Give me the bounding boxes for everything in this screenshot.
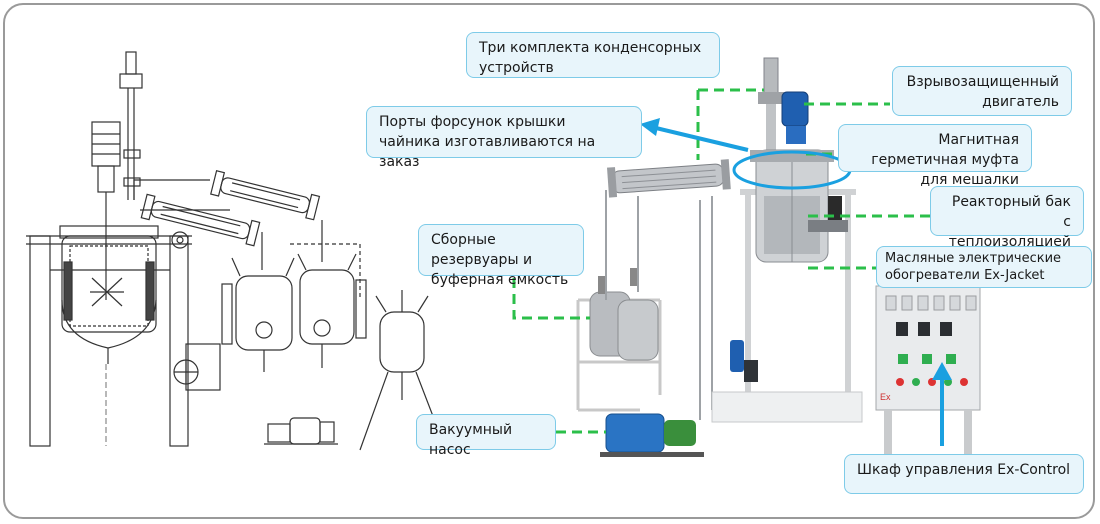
blue-highlights	[640, 118, 952, 446]
callout-pump: Вакуумный насос	[416, 414, 556, 458]
schematic-drawing	[26, 51, 447, 451]
callout-motor: Взрывозащищенный двигатель	[892, 66, 1072, 116]
callout-receivers: Сборные резервуары и буферная емкость	[418, 224, 584, 288]
callout-pump-text: Вакуумный насос	[429, 422, 513, 458]
callout-heaters: Масляные электрические обогреватели Ex-J…	[876, 246, 1092, 288]
callout-coupling-text: Магнитная герметичная муфта для мешалки	[871, 132, 1019, 188]
callout-tank-text: Реакторный бак с теплоизоляцией	[948, 194, 1071, 250]
callout-cabinet: Шкаф управления Ex-Control	[844, 454, 1084, 494]
callout-heaters-text: Масляные электрические обогреватели Ex-J…	[885, 251, 1062, 283]
arrow-head-cabinet	[932, 362, 952, 380]
callout-condenser: Три комплекта конденсорных устройств	[466, 32, 720, 78]
callout-cabinet-text: Шкаф управления Ex-Control	[857, 462, 1071, 478]
callout-motor-text: Взрывозащищенный двигатель	[906, 74, 1059, 110]
callout-receivers-text: Сборные резервуары и буферная емкость	[431, 232, 569, 288]
cabinet-ex-mark: Ex	[880, 392, 891, 402]
callout-tank: Реакторный бак с теплоизоляцией	[930, 186, 1084, 250]
callout-condenser-text: Три комплекта конденсорных устройств	[479, 40, 702, 76]
equipment-render: Ex	[576, 57, 981, 457]
callout-lid-ports: Порты форсунок крышки чайника изготавлив…	[366, 106, 642, 170]
callout-coupling: Магнитная герметичная муфта для мешалки	[838, 124, 1032, 188]
callout-lid-ports-text: Порты форсунок крышки чайника изготавлив…	[379, 114, 596, 170]
arrow-head-lid-ports	[640, 118, 660, 136]
